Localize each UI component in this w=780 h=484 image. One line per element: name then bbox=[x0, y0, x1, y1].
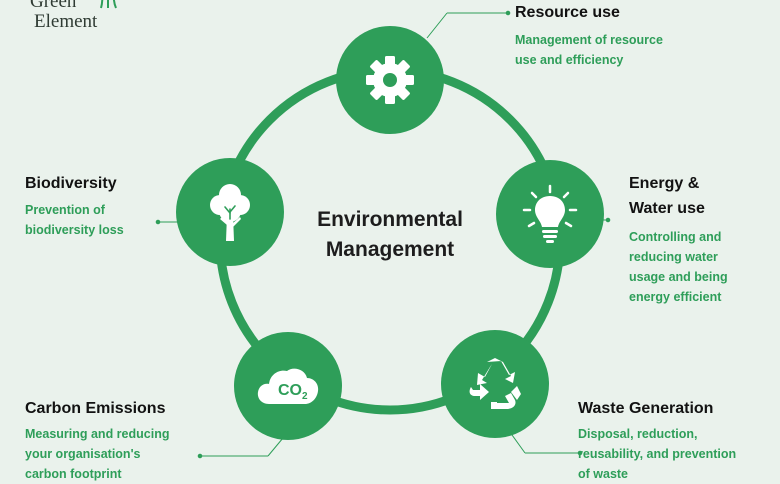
tree-icon bbox=[210, 184, 250, 241]
co2-cloud-icon: CO 2 bbox=[257, 368, 319, 404]
label-biodiversity: Biodiversity Prevention of biodiversity … bbox=[25, 171, 124, 240]
label-carbon-emissions: Carbon Emissions Measuring and reducing … bbox=[25, 396, 169, 484]
connector-dot bbox=[605, 217, 611, 223]
node-carbon-emissions: CO 2 bbox=[234, 332, 342, 440]
carbon-emissions-description: Measuring and reducing your organisation… bbox=[25, 427, 170, 481]
node-resource-use bbox=[336, 26, 444, 134]
connector-dot bbox=[505, 10, 511, 16]
lightbulb-icon bbox=[522, 184, 578, 243]
biodiversity-description: Prevention of biodiversity loss bbox=[25, 203, 124, 237]
energy-water-use-description: Controlling and reducing water usage and… bbox=[629, 230, 728, 304]
recycle-icon bbox=[469, 358, 521, 409]
energy-water-use-heading: Energy & Water use bbox=[629, 175, 705, 217]
label-resource-use: Resource use Management of resource use … bbox=[515, 0, 663, 70]
resource-use-description: Management of resource use and efficienc… bbox=[515, 33, 663, 67]
brand-line-2: Element bbox=[34, 11, 98, 32]
node-biodiversity bbox=[176, 158, 284, 266]
waste-generation-heading: Waste Generation bbox=[578, 400, 714, 417]
svg-text:2: 2 bbox=[302, 391, 308, 402]
center-title: Environmental Management bbox=[317, 208, 463, 261]
node-energy-water-use bbox=[496, 160, 604, 268]
label-energy-water-use: Energy & Water use Controlling and reduc… bbox=[629, 171, 728, 307]
connector-dot bbox=[197, 453, 203, 459]
node-waste-generation bbox=[441, 330, 549, 438]
resource-use-heading: Resource use bbox=[515, 4, 620, 21]
brand-logo: Green Element bbox=[30, 0, 117, 32]
connector-dot bbox=[155, 219, 161, 225]
connector-line bbox=[426, 12, 448, 39]
diagram: Green Element Environmental Manage bbox=[25, 0, 736, 481]
svg-text:CO: CO bbox=[278, 382, 302, 399]
connector-dot bbox=[577, 450, 583, 456]
carbon-emissions-heading: Carbon Emissions bbox=[25, 400, 166, 417]
label-waste-generation: Waste Generation Disposal, reduction, re… bbox=[578, 396, 736, 484]
waste-generation-description: Disposal, reduction, reusability, and pr… bbox=[578, 427, 737, 481]
grass-logo-icon bbox=[100, 0, 117, 9]
brand-line-1: Green bbox=[30, 0, 77, 12]
gear-icon bbox=[366, 56, 414, 104]
biodiversity-heading: Biodiversity bbox=[25, 175, 117, 192]
